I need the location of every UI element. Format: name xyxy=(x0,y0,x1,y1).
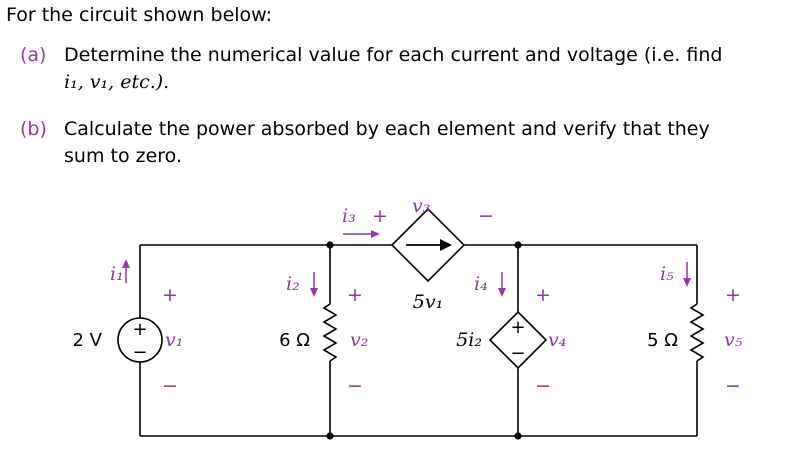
part-a-line2: i₁, v₁, etc.). xyxy=(64,71,170,93)
dep-current-source-label: 5v₁ xyxy=(413,291,443,313)
dvs-minus: − xyxy=(510,343,525,364)
node-bottom-2 xyxy=(514,432,522,440)
vs-plus: + xyxy=(132,319,147,340)
v1-plus: + xyxy=(162,284,178,306)
part-a-label: (a) xyxy=(20,44,47,66)
i5-arrow-head xyxy=(683,278,691,287)
current-source-arrow-head xyxy=(440,239,452,251)
resistor-6ohm xyxy=(322,303,338,362)
dependent-current-source xyxy=(390,207,466,283)
i4-arrow-head xyxy=(498,288,506,297)
part-a-line1: Determine the numerical value for each c… xyxy=(64,44,723,66)
v2-minus: − xyxy=(347,375,363,397)
v4-minus: − xyxy=(535,375,551,397)
part-a: (a) Determine the numerical value for eac… xyxy=(20,42,800,96)
i5-label: i₅ xyxy=(660,263,674,285)
vs-minus: − xyxy=(132,342,147,363)
v2-label: v₂ xyxy=(350,329,368,351)
i2-label: i₂ xyxy=(286,273,300,295)
i4-label: i₄ xyxy=(474,273,488,295)
v3-minus: − xyxy=(478,205,494,227)
part-b-line1: Calculate the power absorbed by each ele… xyxy=(64,118,710,140)
v1-label: v₁ xyxy=(165,329,183,351)
v3-plus: + xyxy=(372,205,388,227)
part-b: (b) Calculate the power absorbed by each … xyxy=(20,116,800,170)
r2-value-label: 5 Ω xyxy=(647,330,678,351)
node-top-1 xyxy=(326,241,334,249)
resistor-5ohm xyxy=(689,303,705,362)
intro-text: For the circuit shown below: xyxy=(6,4,273,26)
part-b-label: (b) xyxy=(20,118,47,140)
v4-plus: + xyxy=(535,284,551,306)
v5-label: v₅ xyxy=(724,329,743,351)
i3-arrow-head xyxy=(371,230,380,238)
v4-label: v₄ xyxy=(548,329,566,351)
i1-label: i₁ xyxy=(110,263,124,285)
v5-minus: − xyxy=(725,375,741,397)
v1-minus: − xyxy=(162,375,178,397)
i1-arrow-head xyxy=(122,259,130,268)
voltage-source xyxy=(117,317,163,363)
v2-plus: + xyxy=(347,284,363,306)
r1-value-label: 6 Ω xyxy=(279,330,310,351)
source-voltage-label: 2 V xyxy=(73,330,103,351)
node-bottom-1 xyxy=(326,432,334,440)
dep-voltage-source-label: 5i₂ xyxy=(456,329,482,351)
i3-label: i₃ xyxy=(342,205,356,227)
node-top-2 xyxy=(514,241,522,249)
part-b-line2: sum to zero. xyxy=(64,145,182,167)
v5-plus: + xyxy=(725,284,741,306)
dvs-plus: + xyxy=(510,317,525,338)
i2-arrow-head xyxy=(310,288,318,297)
v3-label: v₃ xyxy=(412,195,430,217)
